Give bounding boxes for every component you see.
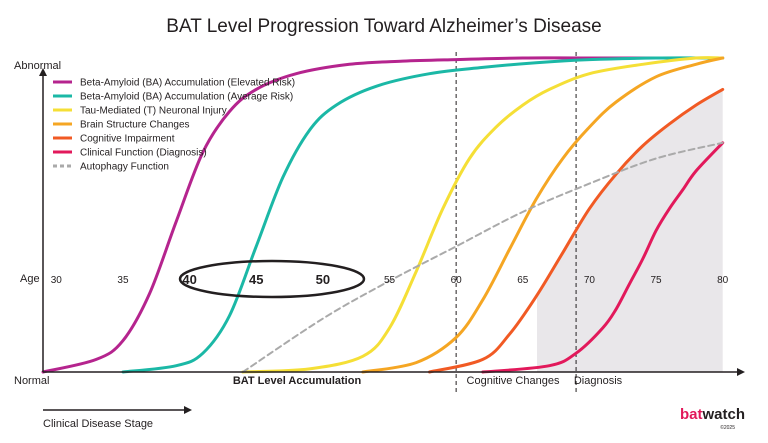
- svg-text:batwatch: batwatch: [680, 406, 745, 423]
- legend-label-autophagy-function: Autophagy Function: [80, 162, 169, 173]
- series-line-tau-mediated-t-neuronal-injury: [241, 56, 725, 374]
- legend: Beta-Amyloid (BA) Accumulation (Elevated…: [53, 78, 295, 173]
- brand-bat: bat: [680, 406, 703, 423]
- age-tick-35: 35: [117, 275, 129, 286]
- age-tick-30: 30: [51, 275, 63, 286]
- y-top-label: Abnormal: [14, 60, 61, 72]
- y-bottom-label: Normal: [14, 375, 49, 387]
- brand-watch: watch: [702, 406, 746, 423]
- highlight-ellipse: [178, 259, 366, 299]
- series-line-brain-structure-changes: [361, 56, 725, 374]
- series-line-autophagy-function: [241, 141, 724, 373]
- age-tick-65: 65: [517, 275, 529, 286]
- series-line-cognitive-impairment: [428, 87, 725, 374]
- age-tick-55: 55: [384, 275, 396, 286]
- brand-copyright: ©2025: [720, 424, 735, 431]
- age-tick-40: 40: [182, 272, 196, 287]
- legend-label-beta-amyloid-ba-accumulation-average-risk: Beta-Amyloid (BA) Accumulation (Average …: [80, 92, 293, 103]
- series-group: [41, 56, 725, 374]
- clinical-stage-label: Clinical Disease Stage: [43, 418, 153, 430]
- legend-label-cognitive-impairment: Cognitive Impairment: [80, 134, 175, 145]
- series-line-beta-amyloid-ba-accumulation-average-risk: [121, 56, 725, 374]
- diagnosis-label: Diagnosis: [574, 375, 623, 387]
- age-ticks: 30 35 40 45 50 55 60 65 70 75 80: [51, 272, 729, 287]
- series-line-beta-amyloid-ba-accumulation-elevated-risk: [41, 56, 725, 374]
- chart-title: BAT Level Progression Toward Alzheimer’s…: [166, 16, 601, 37]
- x-axis-label: BAT Level Accumulation: [233, 375, 362, 387]
- age-label: Age: [20, 273, 40, 285]
- age-tick-75: 75: [650, 275, 662, 286]
- cognitive-changes-label: Cognitive Changes: [467, 375, 560, 387]
- legend-label-beta-amyloid-ba-accumulation-elevated-risk: Beta-Amyloid (BA) Accumulation (Elevated…: [80, 78, 295, 89]
- age-tick-50: 50: [316, 272, 330, 287]
- age-tick-60: 60: [451, 275, 463, 286]
- age-tick-80: 80: [717, 275, 729, 286]
- legend-label-clinical-function-diagnosis: Clinical Function (Diagnosis): [80, 148, 207, 159]
- legend-label-tau-mediated-t-neuronal-injury: Tau-Mediated (T) Neuronal Injury: [80, 106, 227, 117]
- legend-label-brain-structure-changes: Brain Structure Changes: [80, 120, 190, 131]
- age-tick-70: 70: [584, 275, 596, 286]
- batwatch-logo: batwatch ©2025: [680, 406, 745, 431]
- series-line-clinical-function-diagnosis: [481, 141, 725, 374]
- diagnosis-region-shade: [537, 89, 723, 373]
- age-tick-45: 45: [249, 272, 263, 287]
